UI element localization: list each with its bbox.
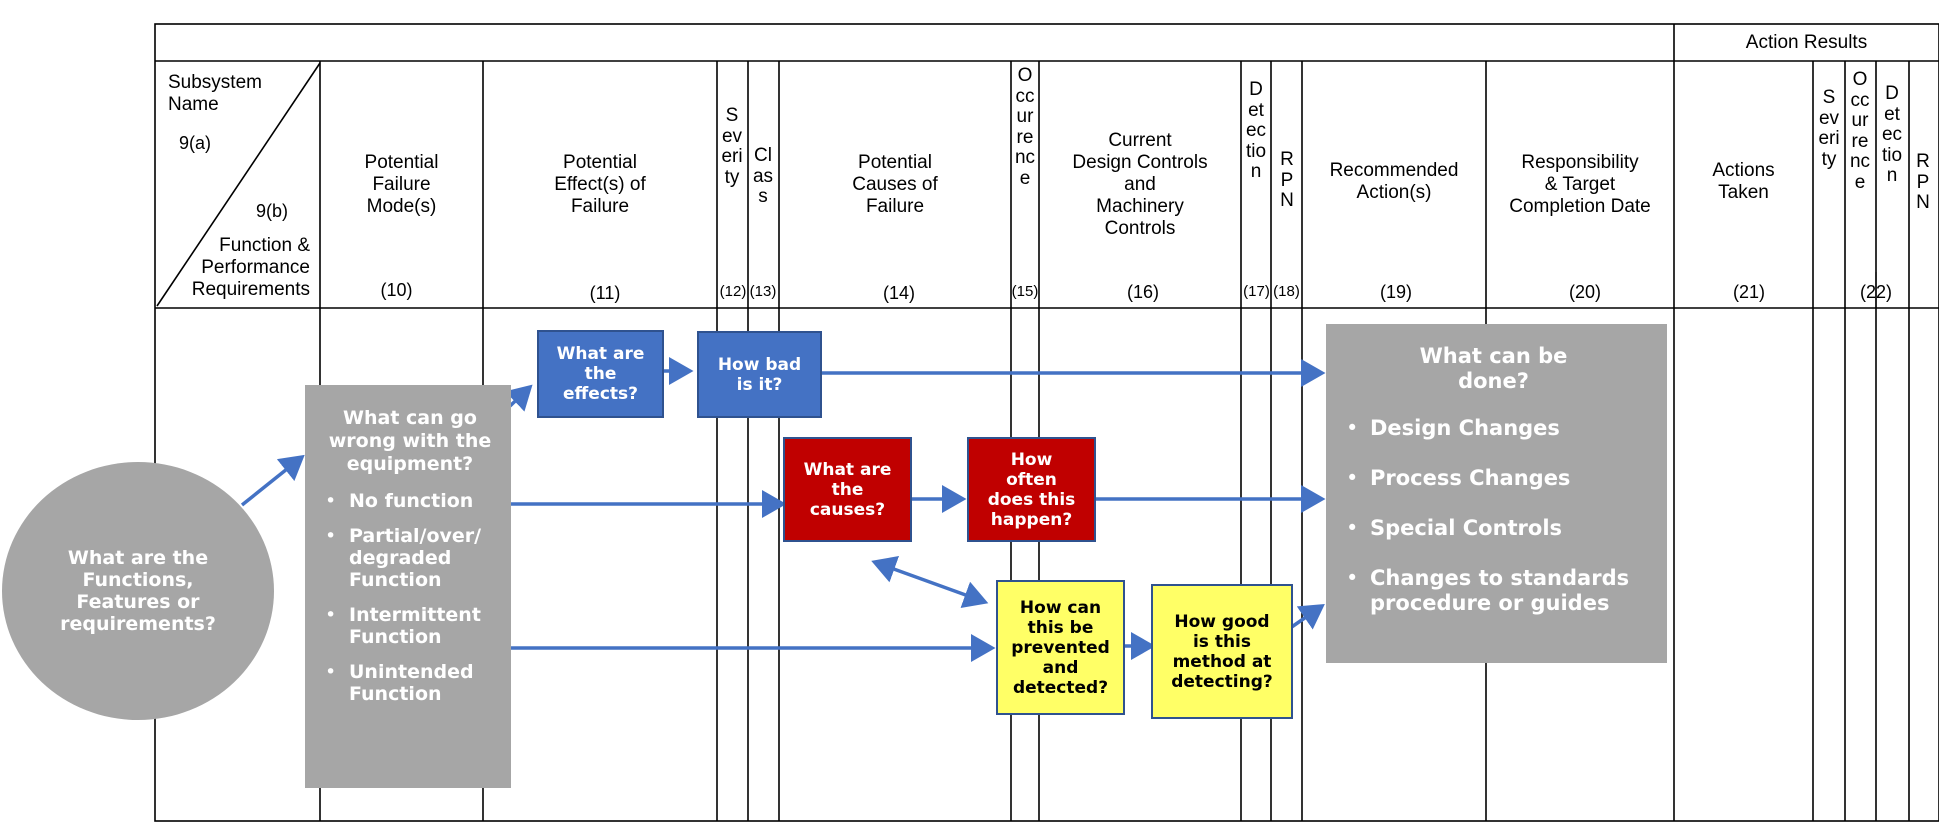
action-item-standards: Changes to standards procedure or guides (1340, 566, 1647, 616)
action-panel: What can be done? Design Changes Process… (1326, 324, 1667, 663)
col-num-11: (11) (589, 283, 621, 303)
col-num-22: (22) (1859, 282, 1892, 302)
failure-item-no-function: No function (319, 490, 501, 512)
col-num-14: (14) (882, 283, 915, 303)
col-num-10: (10) (380, 280, 413, 300)
recommended-header: Recommended Action(s) (1329, 160, 1459, 203)
action-item-process: Process Changes (1340, 466, 1647, 491)
col-num-17: (17) (1243, 283, 1270, 300)
failure-item-partial: Partial/over/ degraded Function (319, 525, 501, 591)
rpn-header: RPN (1280, 149, 1294, 211)
label-9b: 9(b) (256, 201, 289, 221)
arrow-causes-prevented (871, 556, 989, 609)
label-9a: 9(a) (179, 133, 212, 153)
failure-panel-title: What can go wrong with the equipment? (328, 407, 492, 475)
occurrence-header: Occurrence (1014, 65, 1036, 189)
effects-header: Potential Effect(s) of Failure (554, 152, 646, 217)
occurrence2-header: Occurrence (1849, 69, 1871, 193)
rpn2-header: RPN (1916, 151, 1930, 213)
action-results-header: Action Results (1745, 32, 1868, 53)
col-num-16: (16) (1126, 282, 1159, 302)
col-num-18: (18) (1273, 283, 1300, 300)
current-controls-header: Current Design Controls and Machinery Co… (1072, 130, 1208, 239)
action-item-special: Special Controls (1340, 516, 1647, 541)
col-num-12: (12) (719, 283, 747, 300)
effects-box: What are the effects? (537, 330, 664, 418)
failure-panel: What can go wrong with the equipment? No… (305, 385, 511, 788)
col-num-13: (13) (749, 283, 777, 300)
arrow-failure-to-effects (505, 384, 533, 412)
arrow-circle-to-failure (240, 454, 305, 507)
how-often-box: How often does this happen? (967, 437, 1096, 542)
prevented-box: How can this be prevented and detected? (996, 580, 1125, 715)
action-item-design: Design Changes (1340, 416, 1647, 441)
failure-item-intermittent: Intermittent Function (319, 604, 501, 648)
col-num-21: (21) (1732, 282, 1765, 302)
class-header: Class (752, 145, 774, 207)
severity-header: Severity (721, 105, 743, 188)
failure-item-unintended: Unintended Function (319, 661, 501, 705)
col-num-20: (20) (1568, 282, 1601, 302)
how-good-box: How good is this method at detecting? (1151, 584, 1293, 719)
failure-modes-header: Potential Failure Mode(s) (364, 152, 439, 217)
how-bad-box: How bad is it? (697, 331, 822, 418)
responsibility-header: Responsibility & Target Completion Date (1509, 152, 1651, 217)
causes-header: Potential Causes of Failure (852, 152, 938, 217)
detection2-header: Detection (1881, 83, 1903, 186)
col-num-15: (15) (1011, 283, 1039, 300)
severity2-header: Severity (1818, 87, 1840, 170)
causes-box: What are the causes? (783, 437, 912, 542)
action-panel-title: What can be done? (1419, 344, 1568, 393)
subsystem-name-label: Subsystem Name (168, 72, 262, 115)
col-num-19: (19) (1379, 282, 1412, 302)
detection-header: Detection (1245, 79, 1267, 182)
functions-circle: What are the Functions, Features or requ… (2, 462, 274, 720)
failure-panel-list: No function Partial/over/ degraded Funct… (319, 490, 501, 705)
function-requirements-label: Function & Performance Requirements (191, 235, 310, 300)
actions-taken-header: Actions Taken (1712, 160, 1775, 203)
action-panel-list: Design Changes Process Changes Special C… (1340, 416, 1647, 616)
